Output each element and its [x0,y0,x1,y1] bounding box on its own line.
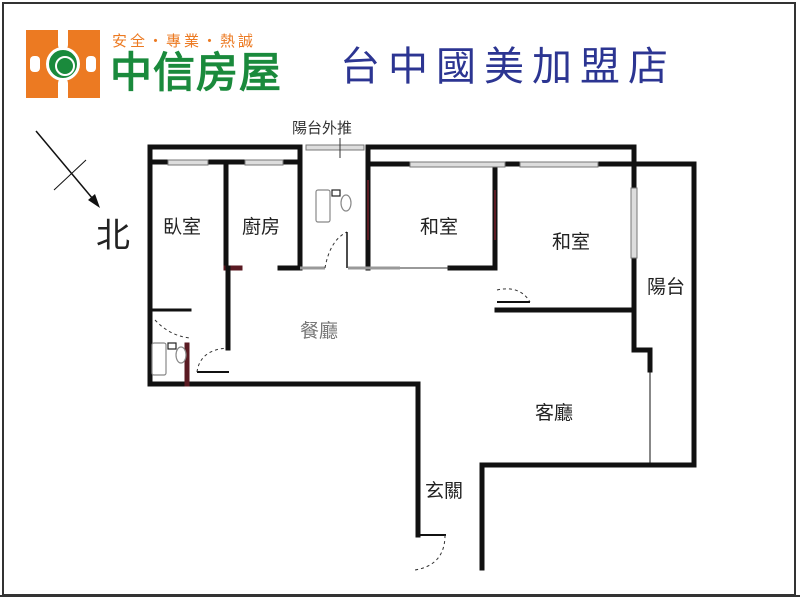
room-label-bedroom: 臥室 [163,216,202,238]
globe-logo-icon [46,47,80,81]
north-arrow-icon [35,130,99,206]
room-label-entrance: 玄關 [425,480,464,502]
room-label-kitchen: 廚房 [242,216,281,238]
balcony-extension-label: 陽台外推 [292,119,353,137]
brand-name: 中信房屋 [110,48,283,97]
room-label-balcony: 陽台 [647,276,686,298]
room-label-dining-room: 餐廳 [300,320,339,342]
room-label-living-room: 客廳 [535,402,574,424]
store-name: 台中國美加盟店 [340,44,676,90]
company-logo [26,30,100,98]
company-slogan: 安全・專業・熱誠 [112,32,257,50]
bathroom-fixtures [151,189,352,376]
room-label-japanese-room-2: 和室 [552,231,591,253]
room-label-japanese-room-1: 和室 [420,216,459,238]
north-label: 北 [96,216,130,256]
